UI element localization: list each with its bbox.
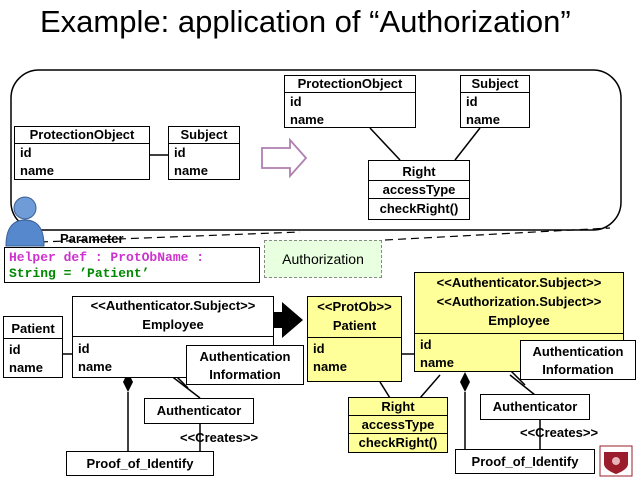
authenticator-label: Authenticator [492, 399, 578, 414]
attr-accesstype: accessType [369, 181, 469, 199]
right-proof-of-identify: Proof_of_Identify [455, 449, 595, 474]
attr-name: name [420, 355, 454, 370]
stereotype: <<Authenticator.Subject>> [90, 298, 256, 313]
template-subject-top: Subject id name [460, 75, 530, 128]
left-authentication-information: Authentication Information [186, 345, 304, 385]
left-creates-label: <<Creates>> [180, 430, 259, 445]
slide-title: Example: application of “Authorization” [40, 4, 571, 39]
right-authentication-information: Authentication Information [520, 340, 636, 380]
right-creates-label: <<Creates>> [520, 425, 599, 440]
authenticator-label: Authenticator [156, 403, 242, 418]
class-name: Right [369, 162, 469, 181]
auth-info-line-1: Authentication [199, 349, 291, 364]
authorization-note: Authorization [264, 240, 382, 278]
class-name: Patient [308, 318, 401, 338]
auth-info-line-2: Information [209, 367, 281, 382]
method-checkright: checkRight() [379, 201, 459, 216]
attr-id: id [9, 342, 21, 357]
template-subject-left: Subject id name [168, 126, 240, 180]
auth-info-line-2: Information [542, 362, 614, 377]
attr-accesstype: accessType [349, 416, 447, 434]
left-proof-of-identify: Proof_of_Identify [66, 451, 214, 476]
left-patient-class: Patient id name [3, 316, 63, 378]
attr-id: id [313, 341, 325, 356]
attr-id: id [20, 145, 32, 160]
helper-definition: Helper def : ProtObName : String = ’Pati… [4, 247, 260, 283]
attr-name: name [20, 163, 54, 178]
class-name: Employee [73, 317, 273, 337]
attr-id: id [290, 94, 302, 109]
class-name: Patient [4, 319, 62, 339]
class-name: Employee [415, 313, 623, 334]
stereotype: <<ProtOb>> [317, 299, 392, 314]
right-right-class: Right accessType checkRight() [348, 397, 448, 453]
stereotype-2: <<Authorization.Subject>> [436, 294, 602, 309]
attr-id: id [78, 341, 90, 356]
attr-name: name [313, 359, 347, 374]
attr-name: name [466, 112, 500, 127]
attr-name: name [174, 163, 208, 178]
class-name: Subject [169, 127, 239, 144]
method-checkright: checkRight() [358, 435, 438, 450]
parameter-label: Parameter [60, 231, 124, 246]
template-frame [10, 69, 622, 231]
template-protection-object-top: ProtectionObject id name [284, 75, 416, 128]
attr-id: id [420, 337, 432, 352]
helper-line-2: String = ’Patient’ [9, 266, 150, 281]
dashed-line-right [384, 227, 611, 241]
attr-id: id [174, 145, 186, 160]
template-right: Right accessType checkRight() [368, 160, 470, 220]
proof-label: Proof_of_Identify [471, 454, 579, 469]
authorization-label: Authorization [282, 251, 364, 267]
class-name: Right [349, 399, 447, 416]
stereotype-1: <<Authenticator.Subject>> [436, 275, 602, 290]
class-name: Subject [461, 76, 529, 93]
attr-name: name [9, 360, 43, 375]
right-authenticator: Authenticator [480, 394, 590, 420]
auth-info-line-1: Authentication [532, 344, 624, 359]
attr-id: id [466, 94, 478, 109]
class-name: ProtectionObject [285, 76, 415, 93]
right-patient-class: <<ProtOb>> Patient id name [307, 296, 402, 382]
dashed-line-left [39, 231, 301, 243]
class-name: ProtectionObject [15, 127, 149, 144]
helper-line-1: Helper def : ProtObName : [9, 250, 205, 265]
attr-name: name [290, 112, 324, 127]
template-protection-object-left: ProtectionObject id name [14, 126, 150, 180]
proof-label: Proof_of_Identify [86, 456, 194, 471]
left-authenticator: Authenticator [144, 398, 254, 424]
attr-name: name [78, 359, 112, 374]
